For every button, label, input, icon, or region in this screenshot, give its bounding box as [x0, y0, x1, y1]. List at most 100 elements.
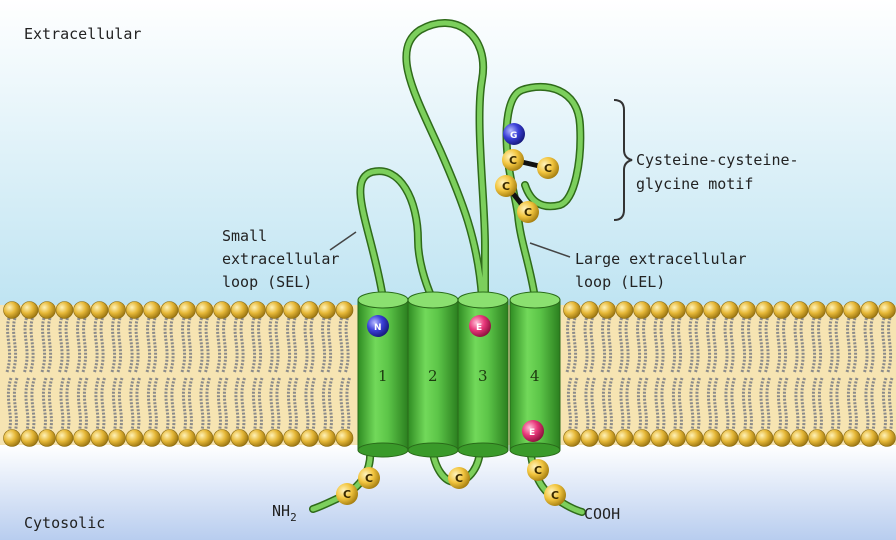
lipid-head — [179, 430, 196, 447]
lipid-head — [861, 302, 878, 319]
lipid-head — [686, 302, 703, 319]
lipid-head — [336, 302, 353, 319]
lipid-head — [214, 302, 231, 319]
lipid-head — [721, 302, 738, 319]
cysteine-residue: C — [544, 484, 566, 506]
lipid-head — [231, 302, 248, 319]
lipid-head — [844, 302, 861, 319]
sel-label-line3: loop (SEL) — [222, 273, 312, 291]
lipid-head — [599, 302, 616, 319]
lipid-head — [686, 430, 703, 447]
svg-text:C: C — [551, 489, 559, 502]
lipid-head — [616, 430, 633, 447]
lel-label-line1: Large extracellular — [575, 250, 747, 268]
svg-text:C: C — [343, 488, 351, 501]
lipid-head — [791, 430, 808, 447]
lipid-head — [214, 430, 231, 447]
cysteine-residue: C — [502, 149, 524, 171]
lipid-head — [21, 302, 38, 319]
lipid-head — [634, 302, 651, 319]
lipid-head — [126, 302, 143, 319]
lipid-head — [739, 430, 756, 447]
motif-label-line2: glycine motif — [636, 175, 753, 193]
cysteine-residue: C — [517, 201, 539, 223]
helix-3-label: 3 — [478, 367, 488, 385]
lipid-head — [319, 302, 336, 319]
cysteine-residue: C — [336, 483, 358, 505]
lipid-head — [91, 302, 108, 319]
lipid-head — [756, 302, 773, 319]
lipid-head — [249, 430, 266, 447]
cysteine-residue: C — [358, 467, 380, 489]
lipid-head — [704, 430, 721, 447]
svg-text:C: C — [365, 472, 373, 485]
cysteine-residue: C — [537, 157, 559, 179]
lipid-head — [126, 430, 143, 447]
lipid-head — [844, 430, 861, 447]
sel-label-line2: extracellular — [222, 250, 339, 268]
lipid-head — [144, 430, 161, 447]
svg-text:C: C — [502, 180, 510, 193]
lipid-head — [634, 430, 651, 447]
lipid-head — [39, 302, 56, 319]
lipid-head — [564, 302, 581, 319]
lipid-head — [651, 430, 668, 447]
lipid-head — [284, 302, 301, 319]
lipid-head — [581, 430, 598, 447]
cytosolic-label: Cytosolic — [24, 514, 105, 532]
lipid-head — [144, 302, 161, 319]
lipid-head — [231, 430, 248, 447]
lipid-head — [301, 430, 318, 447]
residue-charged-helix4: E — [522, 420, 544, 442]
lipid-head — [651, 302, 668, 319]
cysteine-residue: C — [448, 467, 470, 489]
lipid-head — [109, 302, 126, 319]
lel-label-line2: loop (LEL) — [575, 273, 665, 291]
lipid-head — [791, 302, 808, 319]
svg-text:C: C — [455, 472, 463, 485]
svg-text:E: E — [476, 323, 482, 333]
lipid-head — [809, 302, 826, 319]
lipid-head — [826, 302, 843, 319]
lipid-head — [774, 430, 791, 447]
helix-1-label: 1 — [378, 367, 388, 385]
lipid-head — [336, 430, 353, 447]
lipid-head — [756, 430, 773, 447]
lipid-head — [74, 430, 91, 447]
cysteine-residue: C — [495, 175, 517, 197]
lipid-head — [161, 302, 178, 319]
lipid-head — [721, 430, 738, 447]
lipid-head — [284, 430, 301, 447]
lipid-head — [109, 430, 126, 447]
lipid-head — [91, 430, 108, 447]
sel-label-line1: Small — [222, 227, 267, 245]
motif-label-line1: Cysteine-cysteine- — [636, 151, 799, 169]
lipid-head — [21, 430, 38, 447]
lipid-head — [266, 302, 283, 319]
residue-glycine: G — [503, 123, 525, 145]
lipid-head — [4, 302, 21, 319]
lipid-head — [809, 430, 826, 447]
svg-text:E: E — [529, 428, 535, 438]
helix-2-label: 2 — [428, 367, 438, 385]
lipid-head — [74, 302, 91, 319]
lipid-head — [879, 430, 896, 447]
svg-text:C: C — [509, 154, 517, 167]
lipid-head — [774, 302, 791, 319]
lipid-head — [861, 430, 878, 447]
lipid-head — [56, 302, 73, 319]
lipid-head — [704, 302, 721, 319]
cytosolic-region — [0, 445, 896, 540]
lipid-head — [301, 302, 318, 319]
lipid-head — [826, 430, 843, 447]
svg-text:N: N — [374, 323, 382, 333]
lipid-head — [616, 302, 633, 319]
lipid-head — [56, 430, 73, 447]
lipid-head — [879, 302, 896, 319]
lipid-head — [249, 302, 266, 319]
lipid-head — [161, 430, 178, 447]
lipid-head — [669, 302, 686, 319]
svg-text:C: C — [534, 464, 542, 477]
